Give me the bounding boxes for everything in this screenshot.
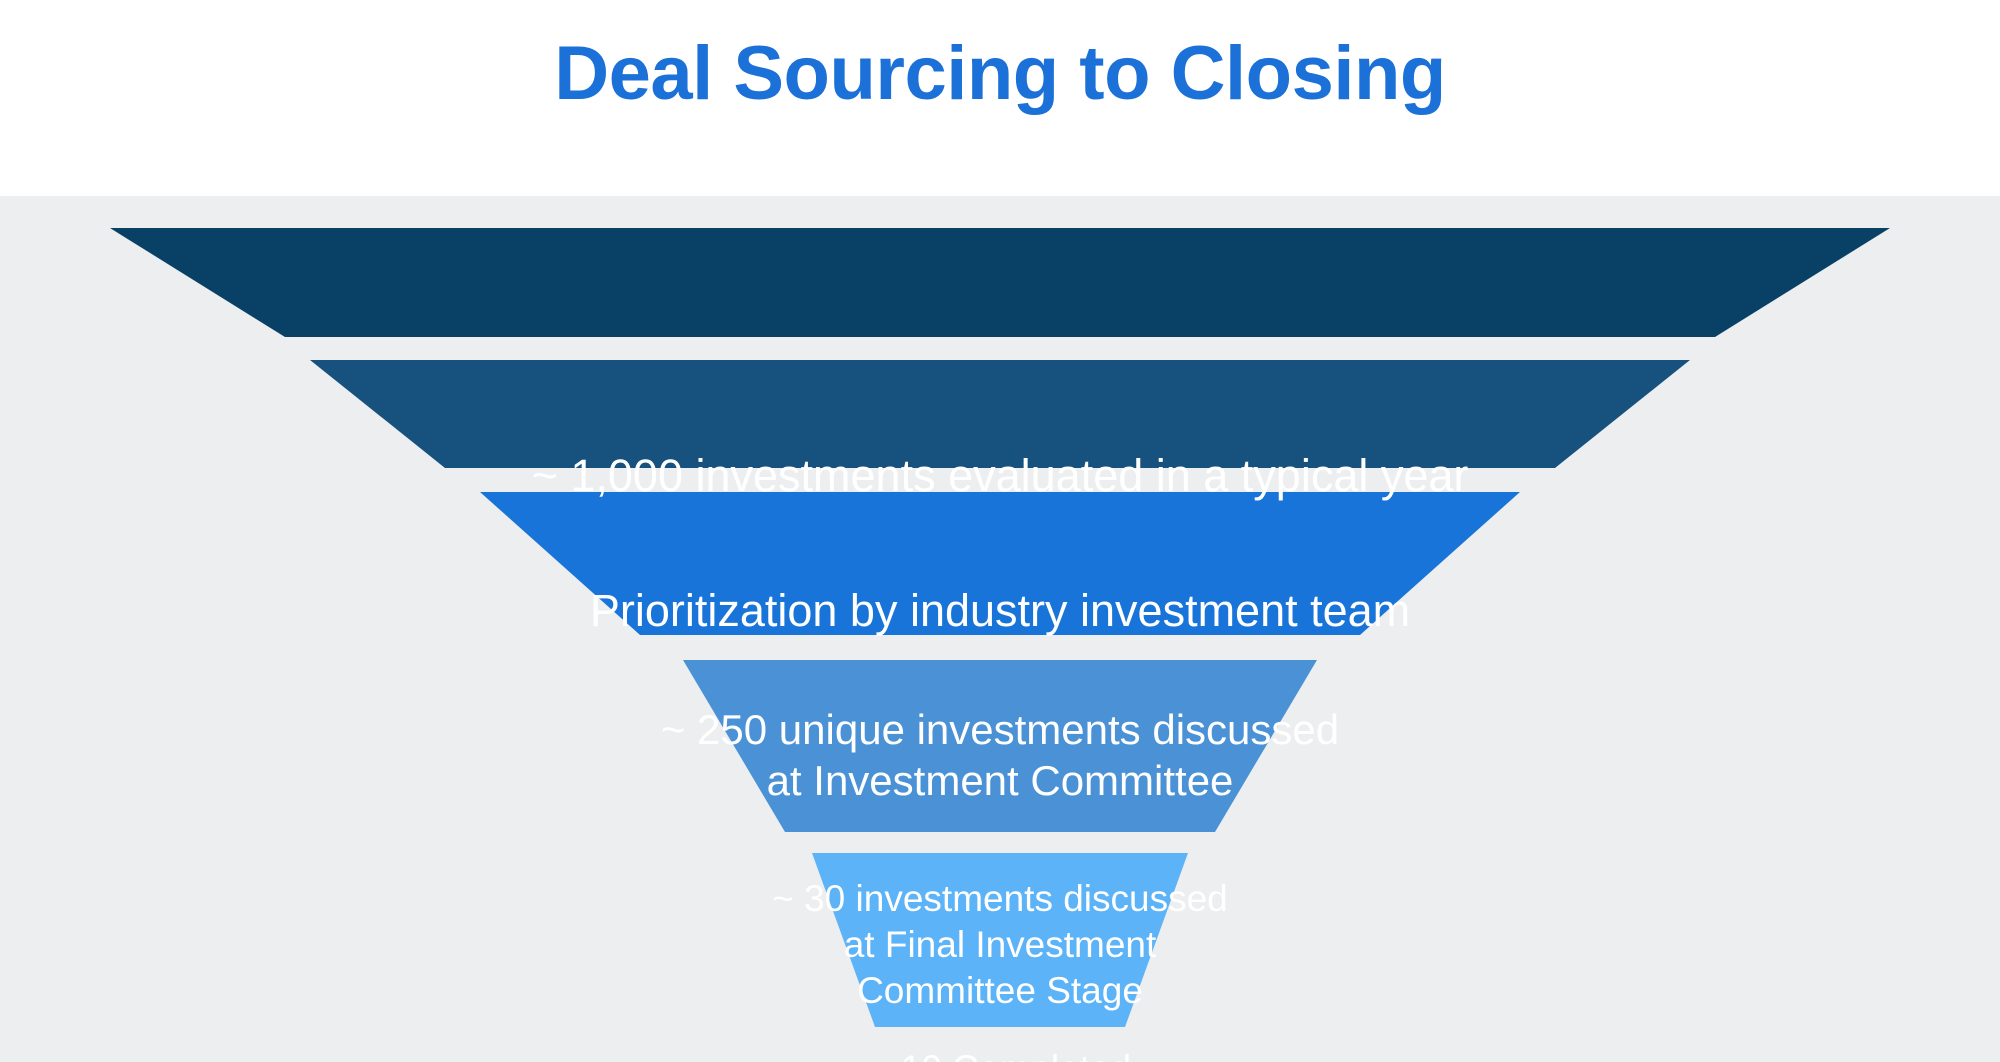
funnel-band-evaluated[interactable]: [110, 228, 1890, 337]
title-header: Deal Sourcing to Closing: [0, 0, 2000, 196]
funnel-band-prioritization[interactable]: [310, 360, 1690, 468]
funnel-band-investment-committee[interactable]: [480, 492, 1520, 635]
funnel-diagram: ~ 1,000 investments evaluated in a typic…: [0, 196, 2000, 1062]
funnel-band-completed[interactable]: [812, 853, 1188, 1027]
page-title: Deal Sourcing to Closing: [554, 31, 1446, 116]
funnel-band-final-investment-committee[interactable]: [683, 660, 1317, 832]
